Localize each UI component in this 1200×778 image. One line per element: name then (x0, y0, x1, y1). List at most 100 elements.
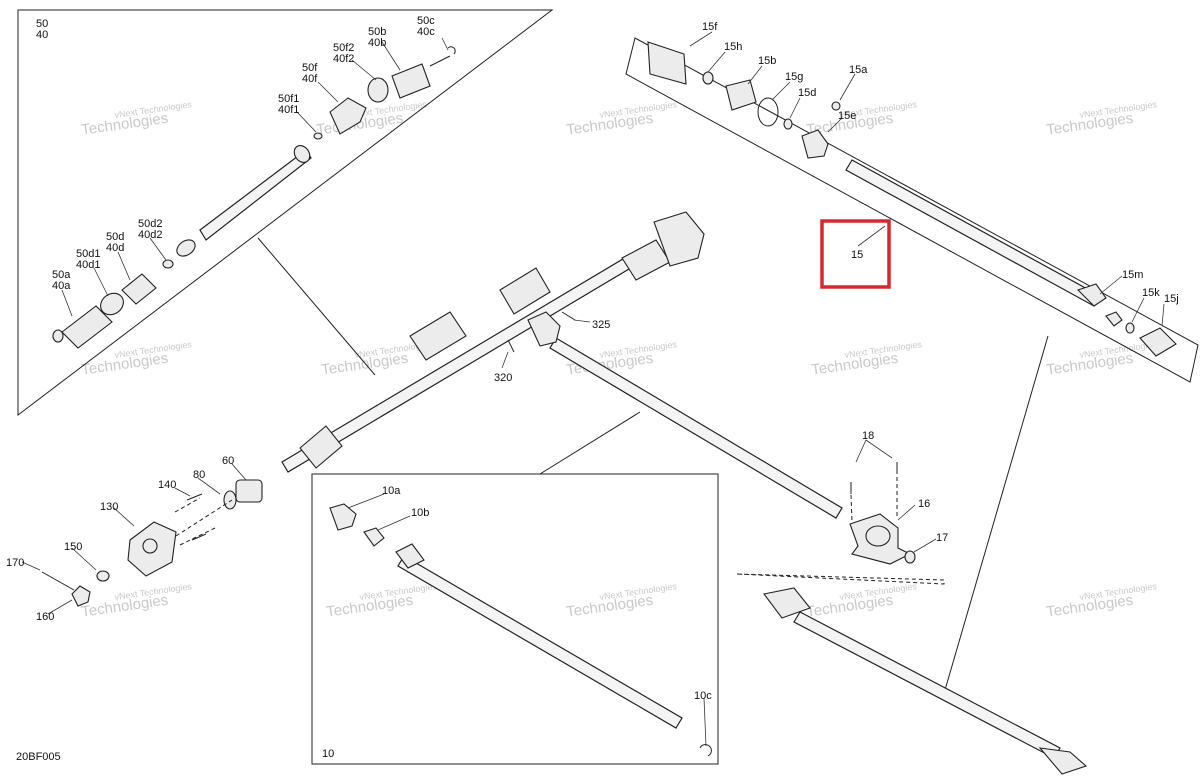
callout-15b: 15b (758, 55, 776, 67)
yoke-15m (1076, 283, 1107, 307)
lower-shaft-yoke (1038, 747, 1088, 775)
yoke-15e (801, 129, 829, 159)
ring-80 (223, 490, 237, 510)
callout-50a: 50a (52, 269, 71, 281)
callout-80: 80 (193, 469, 205, 481)
front-cv-axle-assembly (52, 46, 456, 349)
clamp-50f2 (367, 77, 389, 103)
clip-15d (783, 118, 793, 130)
bolt-320 (507, 339, 515, 353)
diagram-code: 20BF005 (16, 751, 61, 763)
frame-driveshaft-15-detail (625, 37, 1199, 383)
callout-40a: 40a (52, 280, 71, 292)
axle-shaft (199, 149, 312, 241)
main-driveshaft-assembly (41, 211, 705, 607)
rear-shaft (549, 337, 843, 519)
highlight-part-15[interactable]: 15 (820, 219, 891, 289)
callout-50d1: 50d1 (76, 248, 100, 260)
frame-front-axle-detail (17, 9, 554, 417)
frames (17, 9, 1199, 765)
nut-160 (71, 585, 91, 607)
ring-50f1 (313, 132, 323, 140)
callout-40d2: 40d2 (138, 229, 162, 241)
bearing-60 (235, 479, 263, 503)
callout-40d: 40d (106, 242, 124, 254)
cv-joint-middle (409, 311, 467, 361)
callout-16: 16 (918, 498, 930, 510)
hub-center (142, 538, 158, 554)
callout-15m: 15m (1122, 269, 1143, 281)
axle-splined-end (293, 145, 311, 163)
callout-50c: 50c (417, 15, 435, 27)
callout-40: 40 (36, 29, 48, 41)
lower-right-shaft (763, 587, 1088, 775)
dashed-axis (175, 499, 233, 537)
oring-15g (757, 97, 779, 127)
callout-50f1: 50f1 (278, 93, 299, 105)
callout-15j: 15j (1164, 293, 1179, 305)
lower-shaft-end (763, 587, 811, 619)
callout-60: 60 (222, 455, 234, 467)
callout-40b: 40b (368, 37, 386, 49)
dashed-axis (174, 497, 201, 513)
shaft-10 (397, 555, 683, 729)
rear-yoke (527, 311, 561, 347)
callout-50d: 50d (106, 231, 124, 243)
circlip-50c (447, 46, 456, 55)
callout-15k: 15k (1142, 287, 1160, 299)
callout-50f: 50f (302, 62, 318, 74)
callout-50f2: 50f2 (333, 42, 354, 54)
detail-10-assembly (329, 503, 712, 757)
callout-40f2: 40f2 (333, 53, 354, 65)
dashed-axis (850, 494, 853, 523)
callout-50: 50 (36, 18, 48, 30)
connector-line (944, 335, 1049, 691)
connector-line (539, 411, 641, 475)
outer-joint-end (52, 329, 64, 343)
callout-40f1: 40f1 (278, 104, 299, 116)
callout-15a: 15a (849, 64, 868, 76)
callout-150: 150 (64, 541, 82, 553)
callout-15h: 15h (724, 41, 742, 53)
callout-50d2: 50d2 (138, 218, 162, 230)
part-15k (1125, 322, 1135, 334)
outer-joint-50a (61, 305, 113, 349)
highlight-box[interactable] (820, 219, 891, 289)
callout-labels: 50 40 50c 40c 50b 40b 50f2 40f2 50f 40f … (6, 15, 1179, 763)
inner-joint-50b (391, 63, 431, 99)
frame-10-detail (311, 473, 719, 765)
washer-150 (96, 570, 110, 582)
callout-130: 130 (100, 501, 118, 513)
part-50d2 (162, 259, 174, 269)
callout-170: 170 (6, 557, 24, 569)
flange-yoke (653, 211, 705, 267)
clamp-50d1 (100, 292, 124, 316)
bolt-140 (186, 493, 203, 501)
lower-shaft (793, 611, 1061, 759)
pin-170 (41, 571, 75, 591)
callout-40d1: 40d1 (76, 259, 100, 271)
cross-15m (1105, 311, 1123, 327)
ring-15h (702, 71, 714, 85)
boot-lower (299, 425, 343, 469)
driveshaft-15-assembly (647, 41, 1177, 357)
center-bearing-ring (865, 525, 891, 547)
callout-18: 18 (862, 430, 874, 442)
oring-17 (904, 550, 916, 564)
callout-160: 160 (36, 611, 54, 623)
callout-17: 17 (936, 532, 948, 544)
callout-140: 140 (158, 479, 176, 491)
bolt-140b (191, 533, 207, 541)
rear-driveshaft-assembly (507, 311, 916, 565)
callout-15e: 15e (838, 110, 856, 122)
bearing-15b (725, 79, 757, 111)
fitting-15a (831, 101, 841, 111)
callout-325: 325 (592, 319, 610, 331)
callout-15: 15 (851, 249, 863, 261)
callout-10: 10 (322, 748, 334, 760)
boot-50f (329, 97, 367, 135)
callout-50b: 50b (368, 26, 386, 38)
leader-lines (21, 31, 1165, 747)
